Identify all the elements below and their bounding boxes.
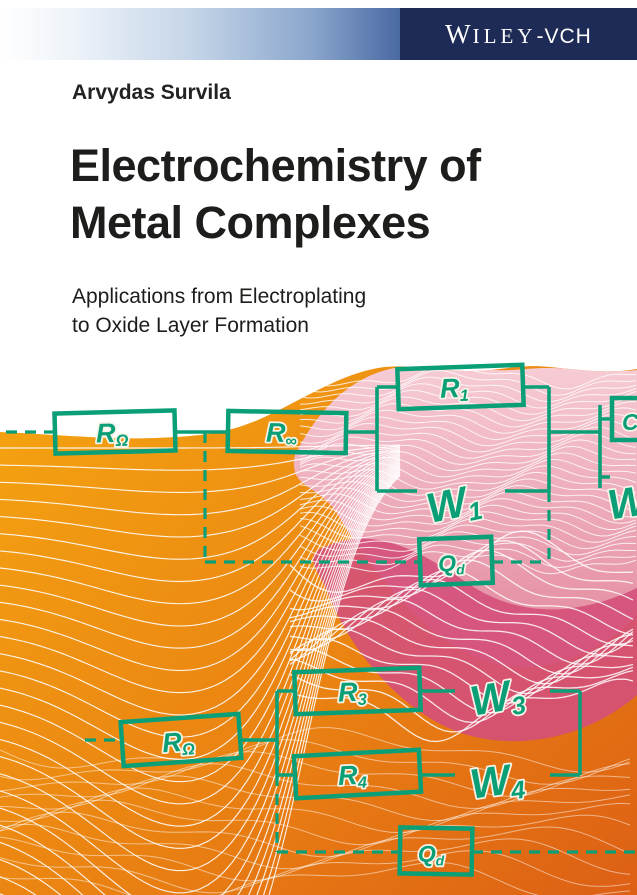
publisher-logo: WILEY-VCH bbox=[445, 19, 592, 50]
subtitle-line-2: to Oxide Layer Formation bbox=[72, 313, 309, 337]
cpe-box-qd-bottom: Qd bbox=[397, 825, 475, 877]
label-w-edge: W bbox=[605, 476, 637, 529]
title-line-2: Metal Complexes bbox=[70, 196, 431, 248]
label-w1: W1 bbox=[422, 475, 485, 535]
label-r3: R3 bbox=[338, 677, 368, 710]
label-r1: R1 bbox=[440, 373, 470, 406]
book-subtitle: Applications from Electroplating to Oxide… bbox=[72, 283, 366, 341]
cover-illustration: RΩ R∞ R1 W1 Qd C bbox=[0, 362, 637, 895]
publisher-block: WILEY-VCH bbox=[400, 8, 637, 60]
wires-dashed-qd-bottom bbox=[275, 775, 637, 854]
wires-parallel-block-bottom bbox=[240, 689, 582, 777]
label-r-inf: R∞ bbox=[266, 418, 298, 451]
banner-gradient-strip bbox=[0, 8, 400, 60]
author-name: Arvydas Survila bbox=[72, 81, 231, 104]
label-r-ohm-top: RΩ bbox=[96, 418, 129, 451]
title-line-1: Electrochemistry of bbox=[70, 140, 481, 191]
resistor-box-r3: R3 bbox=[291, 665, 424, 717]
label-r-ohm-bottom: RΩ bbox=[161, 726, 196, 760]
wires-dashed-qd-top bbox=[203, 432, 551, 564]
cpe-box-qd-top: Qd bbox=[416, 534, 496, 588]
resistor-box-r1: R1 bbox=[395, 362, 526, 412]
resistor-box-r4: R4 bbox=[291, 747, 424, 801]
label-c-edge: C bbox=[622, 409, 637, 435]
label-qd-bottom: Qd bbox=[418, 841, 445, 869]
publisher-logo-initial: W bbox=[445, 18, 473, 49]
top-banner: WILEY-VCH bbox=[0, 8, 637, 60]
subtitle-line-1: Applications from Electroplating bbox=[72, 285, 367, 308]
wires-parallel-block-top bbox=[346, 385, 614, 493]
resistor-box-r-ohm-top: RΩ bbox=[52, 408, 178, 456]
label-qd-top: Qd bbox=[438, 550, 466, 578]
warburg-w1: W1 bbox=[420, 475, 486, 535]
publisher-logo-vch: -VCH bbox=[536, 24, 592, 48]
label-r4: R4 bbox=[337, 760, 367, 793]
publisher-logo-wiley: ILEY bbox=[472, 23, 537, 48]
resistor-box-r-inf: R∞ bbox=[225, 408, 349, 456]
resistor-box-r-ohm-bottom: RΩ bbox=[118, 711, 244, 769]
